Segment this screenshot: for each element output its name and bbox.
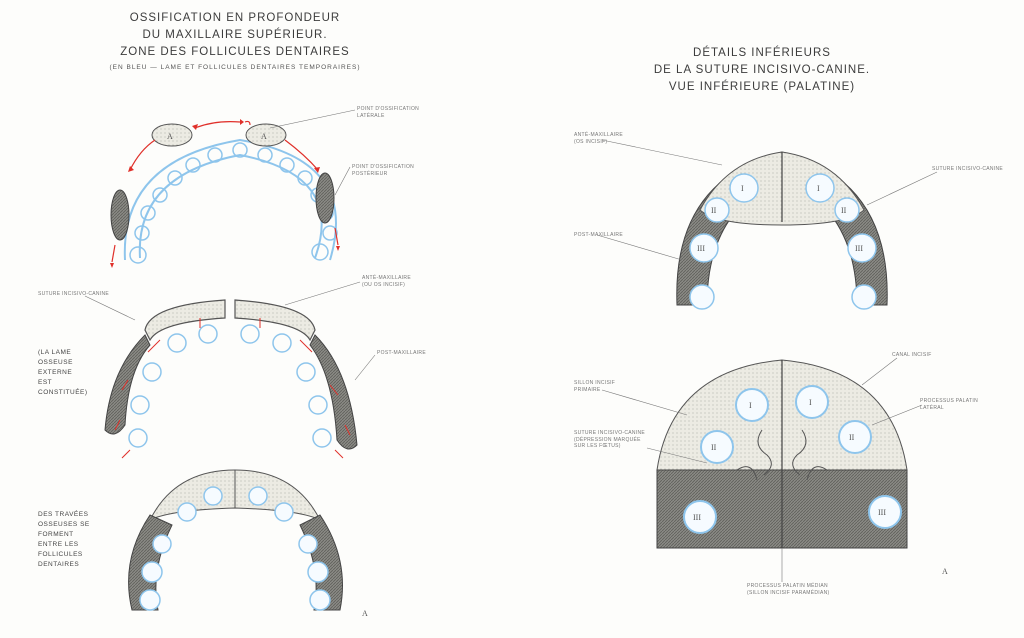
numeral-top-i-right: I xyxy=(817,184,820,193)
numeral-top-i-left: I xyxy=(741,184,744,193)
left-title-line-2: DU MAXILLAIRE SUPÉRIEUR. xyxy=(142,29,328,41)
numeral-bottom-ii-right: II xyxy=(849,433,855,442)
numeral-top-ii-left: II xyxy=(711,206,717,215)
label-suture-left: SUTURE INCISIVO-CANINE xyxy=(38,291,110,297)
right-title-line-1: DÉTAILS INFÉRIEURS xyxy=(693,47,831,59)
ossification-letter-left: A xyxy=(167,132,173,141)
right-title-line-3: VUE INFÉRIEURE (PALATINE) xyxy=(668,81,856,93)
left-plate: OSSIFICATION EN PROFONDEUR DU MAXILLAIRE… xyxy=(38,12,426,618)
diagram-external-lamina xyxy=(104,299,358,459)
numeral-bottom-iii-right: III xyxy=(878,508,886,517)
label-anti-maxillaire-left: ANTÉ-MAXILLAIRE(OU OS INCISIF) xyxy=(362,275,411,288)
left-title-line-3: ZONE DES FOLLICULES DENTAIRES xyxy=(120,46,350,58)
diagram-bony-trabeculae xyxy=(128,469,343,611)
numeral-top-ii-right: II xyxy=(841,206,847,215)
label-processus-median: PROCESSUS PALATIN MÉDIAN(SILLON INCISIF … xyxy=(747,583,830,596)
diagram-palatal-processes: I I II II III III xyxy=(656,359,908,549)
numeral-bottom-iii-left: III xyxy=(693,513,701,522)
numeral-top-iii-left: III xyxy=(697,244,705,253)
right-diagrams: I I II II III III I I II II xyxy=(596,139,948,582)
numeral-bottom-i-left: I xyxy=(749,401,752,410)
label-suture-right: SUTURE INCISIVO-CANINE xyxy=(932,166,1004,172)
left-title-line-1: OSSIFICATION EN PROFONDEUR xyxy=(129,12,341,24)
left-signature: A xyxy=(362,609,368,618)
numeral-bottom-i-right: I xyxy=(809,398,812,407)
label-post-maxillaire-left: POST-MAXILLAIRE xyxy=(377,350,426,356)
right-signature: A xyxy=(942,567,948,576)
numeral-bottom-ii-left: II xyxy=(711,443,717,452)
diagram-suture-detail: I I II II III III xyxy=(676,151,888,310)
right-plate: DÉTAILS INFÉRIEURS DE LA SUTURE INCISIVO… xyxy=(512,0,1024,638)
right-title-line-2: DE LA SUTURE INCISIVO-CANINE. xyxy=(653,64,871,76)
numeral-top-iii-right: III xyxy=(855,244,863,253)
diagram-ossification-points: A A xyxy=(110,119,340,268)
left-subtitle: (EN BLEU — LAME ET FOLLICULES DENTAIRES … xyxy=(109,64,361,71)
label-post-maxillaire-right: POST-MAXILLAIRE xyxy=(574,232,623,238)
left-diagrams: A A xyxy=(84,109,376,618)
ossification-letter-right: A xyxy=(261,132,267,141)
label-canal-incisif: CANAL INCISIF xyxy=(892,352,932,358)
label-anti-maxillaire-right: ANTÉ-MAXILLAIRE(OS INCISIF) xyxy=(574,132,623,145)
label-suture-depression: SUTURE INCISIVO-CANINE(DÉPRESSION MARQUÉ… xyxy=(574,430,646,449)
